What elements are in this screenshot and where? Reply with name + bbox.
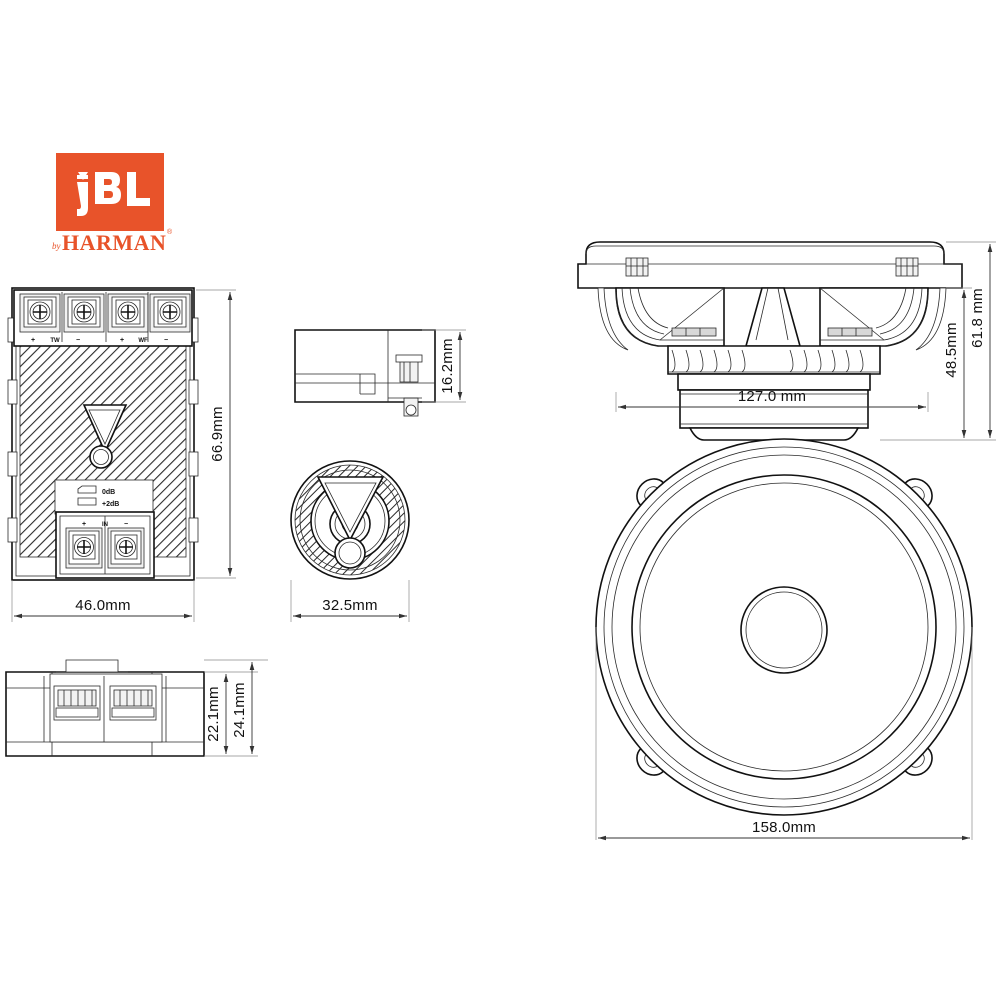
dimension-value-woofer-mount-depth: 48.5mm: [943, 322, 960, 377]
woofer-cone-left: [597, 287, 725, 351]
db-level-plate: 0dB +2dB: [54, 479, 154, 515]
crossover-input-terminals: + IN −: [55, 511, 155, 579]
woofer-mount-boss-right: [895, 257, 919, 277]
dimension-value-woofer-width: 127.0 mm: [738, 388, 806, 405]
tweeter-front-view: 32.5mm: [290, 460, 410, 622]
terminal-label-plus-2: +: [120, 337, 124, 344]
dimension-value-woofer-diameter: 158.0mm: [752, 819, 816, 836]
dimension-value-tweeter-diameter: 32.5mm: [322, 597, 377, 614]
dimension-woofer-width: 127.0 mm: [615, 388, 929, 412]
label-plus2db: +2dB: [102, 501, 119, 508]
tagline-harman: HARMAN: [62, 230, 166, 255]
input-label-plus: +: [82, 521, 86, 528]
woofer-front-view: 158.0mm: [595, 438, 973, 841]
dimension-crossover-width: 46.0mm: [11, 580, 195, 622]
terminal-label-minus-1: −: [76, 337, 80, 344]
input-label-minus: −: [124, 521, 128, 528]
dimension-woofer-depth: 48.5mm 61.8 mm: [880, 241, 996, 441]
crossover-bottom-view: 22.1mm 24.1mm: [5, 659, 268, 757]
dimension-tweeter-diameter: 32.5mm: [290, 580, 410, 622]
crossover-front-view: + TW − + WF − 0dB +2dB: [7, 287, 236, 622]
dimension-crossover-height: 66.9mm: [196, 289, 236, 579]
terminal-label-minus-2: −: [164, 337, 168, 344]
bottom-view-terminals: [43, 673, 167, 743]
jbl-logo-letters: [77, 172, 150, 216]
dimension-value-bottom-inner: 22.1mm: [205, 686, 222, 741]
side-connector-tab: [395, 354, 423, 417]
brand-logo: ® by HARMAN: [52, 153, 173, 255]
input-label-in: IN: [102, 522, 108, 528]
label-0db: 0dB: [102, 489, 115, 496]
tagline-prefix: by: [52, 241, 61, 251]
dimension-value-crossover-height: 66.9mm: [209, 406, 226, 461]
dimension-crossover-side-height: 16.2mm: [422, 329, 466, 403]
woofer-basket-vents: [667, 345, 881, 375]
woofer-cone-right: [819, 287, 947, 351]
dimension-woofer-diameter: 158.0mm: [595, 627, 973, 841]
dimension-crossover-bottom: 22.1mm 24.1mm: [204, 659, 268, 757]
jbl-logo-box: [56, 153, 164, 231]
dimension-value-woofer-total-depth: 61.8 mm: [969, 288, 986, 348]
terminal-label-plus-1: +: [31, 337, 35, 344]
registered-mark: ®: [167, 228, 173, 236]
dimension-value-crossover-side-height: 16.2mm: [439, 338, 456, 393]
terminal-label-wf: WF: [138, 338, 148, 344]
dimension-value-crossover-width: 46.0mm: [75, 597, 130, 614]
crossover-top-terminals: + TW − + WF −: [19, 292, 191, 344]
dimension-value-bottom-outer: 24.1mm: [231, 682, 248, 737]
woofer-mount-boss-left: [625, 257, 649, 277]
terminal-label-tw: TW: [50, 338, 60, 344]
crossover-side-view: 16.2mm: [294, 329, 466, 417]
jbl-triangle-emblem: [82, 404, 128, 469]
woofer-section-view: 127.0 mm 48.5mm 61.8 mm: [577, 241, 996, 441]
